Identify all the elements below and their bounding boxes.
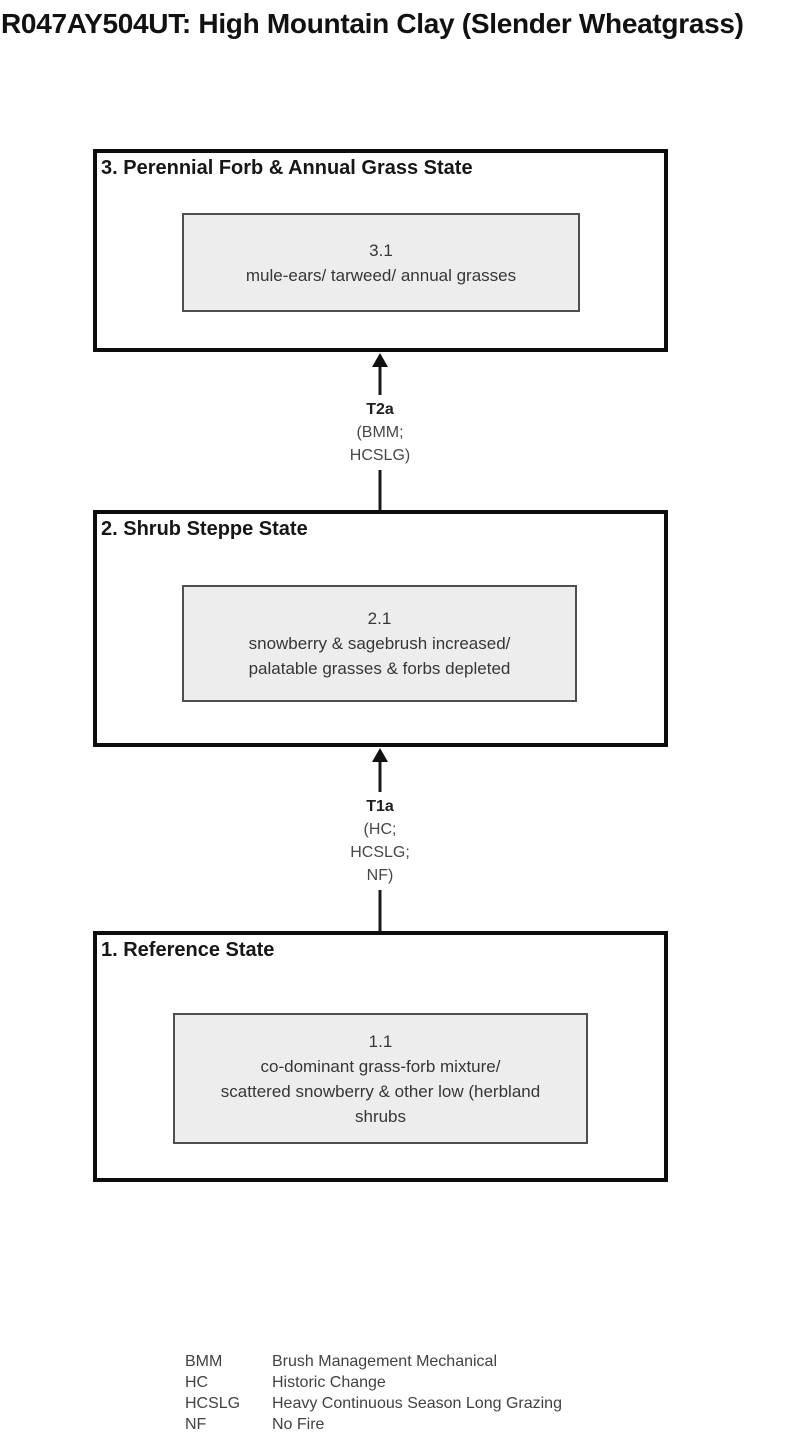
community-3-1-description-line: mule-ears/ tarweed/ annual grasses <box>245 265 517 285</box>
page-title: R047AY504UT: High Mountain Clay (Slender… <box>1 8 744 39</box>
legend-row: NF No Fire <box>185 1414 562 1435</box>
state-box-2: 2. Shrub Steppe State 2.1 snowberry & sa… <box>93 510 668 747</box>
community-box-3-1: 3.1 mule-ears/ tarweed/ annual grasses <box>182 213 580 312</box>
transition-T2a-cause-line: HCSLG) <box>349 447 411 464</box>
legend: BMM Brush Management Mechanical HC Histo… <box>185 1351 562 1435</box>
community-1-1-description-line: co-dominant grass-forb mixture/ <box>260 1056 501 1076</box>
community-1-1-description-line: scattered snowberry & other low (herblan… <box>220 1081 541 1101</box>
community-2-1-code: 2.1 <box>367 609 392 628</box>
legend-definition: Heavy Continuous Season Long Grazing <box>272 1395 562 1412</box>
legend-row: HCSLG Heavy Continuous Season Long Grazi… <box>185 1393 562 1414</box>
legend-abbr: HCSLG <box>185 1395 241 1412</box>
legend-row: HC Historic Change <box>185 1372 562 1393</box>
legend-abbr: NF <box>185 1416 207 1433</box>
transition-T2a-name: T2a <box>366 401 394 418</box>
community-3-1-code: 3.1 <box>369 240 393 260</box>
legend-abbr: HC <box>185 1374 209 1391</box>
legend-definition: Brush Management Mechanical <box>272 1353 498 1370</box>
transition-T1a-label: T1a (HC; HCSLG; NF) <box>344 792 416 890</box>
up-arrowhead-icon <box>372 748 388 762</box>
legend-row: BMM Brush Management Mechanical <box>185 1351 562 1372</box>
community-2-1-description-line: palatable grasses & forbs depleted <box>248 659 511 678</box>
community-1-1-code: 1.1 <box>368 1031 393 1051</box>
state-1-title: 1. Reference State <box>101 939 275 961</box>
transition-T1a-cause-line: HCSLG; <box>350 844 410 861</box>
state-box-3: 3. Perennial Forb & Annual Grass State 3… <box>93 149 668 352</box>
transition-T1a: T1a (HC; HCSLG; NF) <box>330 748 430 931</box>
transition-T2a-label: T2a (BMM; HCSLG) <box>343 395 417 470</box>
legend-definition: No Fire <box>272 1416 325 1433</box>
community-2-1-description-line: snowberry & sagebrush increased/ <box>248 634 511 653</box>
transition-T1a-cause-line: NF) <box>366 867 394 884</box>
legend-definition: Historic Change <box>272 1374 386 1391</box>
transition-T2a-cause-line: (BMM; <box>356 424 404 441</box>
state-box-1: 1. Reference State 1.1 co-dominant grass… <box>93 931 668 1182</box>
state-2-title: 2. Shrub Steppe State <box>101 518 308 540</box>
community-1-1-description-line: shrubs <box>354 1106 407 1126</box>
state-3-title: 3. Perennial Forb & Annual Grass State <box>101 157 473 179</box>
community-box-2-1: 2.1 snowberry & sagebrush increased/ pal… <box>182 585 577 702</box>
transition-T1a-cause-line: (HC; <box>363 821 397 838</box>
transition-T2a: T2a (BMM; HCSLG) <box>330 353 430 511</box>
transition-T1a-name: T1a <box>366 798 394 815</box>
up-arrowhead-icon <box>372 353 388 367</box>
community-box-1-1: 1.1 co-dominant grass-forb mixture/ scat… <box>173 1013 588 1144</box>
legend-abbr: BMM <box>185 1353 223 1370</box>
